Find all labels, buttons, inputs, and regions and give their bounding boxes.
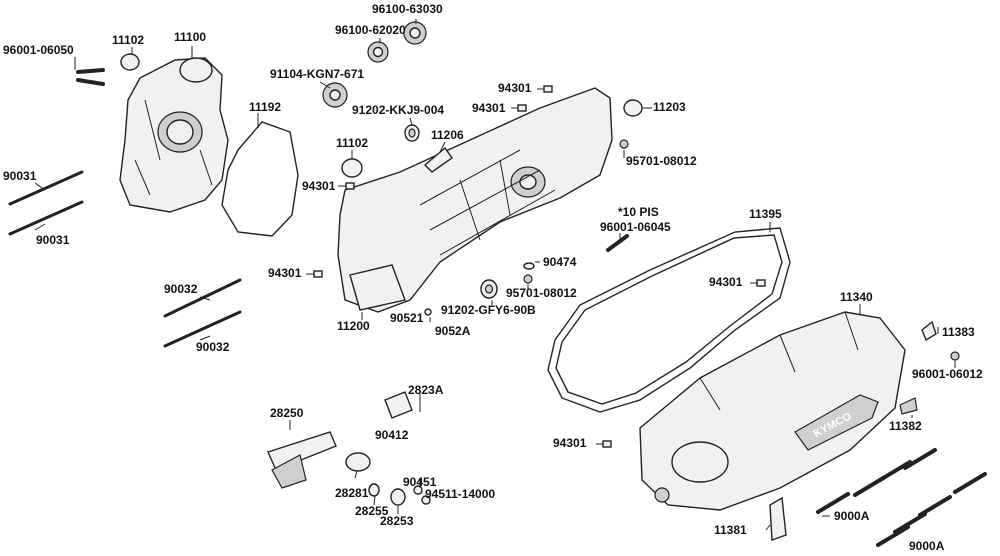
plate-11382 <box>899 397 918 415</box>
washer-90474 <box>523 262 535 270</box>
label-95701-08012-b: 95701-08012 <box>506 286 577 300</box>
bushing-11203 <box>623 99 643 117</box>
bearing-96100-63030 <box>403 21 427 45</box>
label-11383: 11383 <box>942 325 975 339</box>
pin-94301-f <box>602 440 612 448</box>
label-90521: 90521 <box>390 311 424 325</box>
label-11102-mid: 11102 <box>336 136 369 150</box>
label-91104-kgn7-671: 91104-KGN7-671 <box>270 67 365 81</box>
clip-11383 <box>921 320 937 342</box>
label-91202-kkj9-004: 91202-KKJ9-004 <box>352 103 445 117</box>
pin-94301-b <box>517 104 527 112</box>
label-94301-c: 94301 <box>302 179 336 193</box>
label-91202-gfy6-90b: 91202-GFY6-90B <box>441 303 536 317</box>
pin-94301-c <box>345 182 355 190</box>
bushing-11102-mid <box>341 158 363 178</box>
label-96001-06045: 96001-06045 <box>600 220 671 234</box>
label-94301-a: 94301 <box>498 81 532 95</box>
seal-91202-kkj9 <box>404 124 420 142</box>
label-9052a: 9052A <box>435 324 471 338</box>
label-94301-b: 94301 <box>472 101 506 115</box>
label-96001-06012: 96001-06012 <box>912 367 983 381</box>
label-28281: 28281 <box>335 486 369 500</box>
label-90474: 90474 <box>543 255 577 269</box>
gasket-11395 <box>547 227 791 413</box>
spring-28281 <box>345 452 371 472</box>
gasket-11395-inner <box>555 234 783 405</box>
label-28255: 28255 <box>355 504 389 518</box>
label-96100-63030: 96100-63030 <box>372 2 443 16</box>
label-90032-bottom: 90032 <box>196 340 230 354</box>
washer-90521 <box>424 308 432 316</box>
label-28250: 28250 <box>270 406 304 420</box>
label-11340: 11340 <box>840 290 873 304</box>
washer-94511 <box>421 495 431 505</box>
crankcase-right-half <box>337 87 613 313</box>
crankcase-left-half <box>119 57 229 213</box>
label-11192: 11192 <box>249 100 282 114</box>
pin-94301-d <box>313 270 323 278</box>
label-90451: 90451 <box>403 475 437 489</box>
label-94511-14000: 94511-14000 <box>425 487 496 501</box>
bracket-11381 <box>769 496 787 541</box>
label-94301-f: 94301 <box>553 436 587 450</box>
label-90032-top: 90032 <box>164 282 198 296</box>
bolts-96001-06050 <box>76 68 105 86</box>
plate-11206 <box>423 146 453 173</box>
label-94301-e: 94301 <box>709 275 743 289</box>
bushing-11102-top <box>120 53 140 71</box>
label-96100-62020: 96100-62020 <box>335 23 406 37</box>
washer-28255 <box>368 483 380 497</box>
studs-90031 <box>8 170 84 236</box>
bolt-95701-a <box>619 139 629 149</box>
label-28253: 28253 <box>380 514 414 528</box>
label-96001-06050: 96001-06050 <box>3 43 74 57</box>
label-11395: 11395 <box>749 207 782 221</box>
bearing-96100-62020 <box>367 41 389 63</box>
bolts-9000a <box>816 448 987 547</box>
label-11382: 11382 <box>889 419 922 433</box>
bolt-95701-b <box>523 274 533 284</box>
label-11206: 11206 <box>431 128 464 142</box>
gasket-11192 <box>221 121 299 237</box>
label-11381: 11381 <box>714 523 747 537</box>
bushing-28253 <box>390 488 406 506</box>
pin-94301-e <box>756 279 766 287</box>
label-9000a-bottom: 9000A <box>909 539 945 553</box>
label-10-pis: *10 PIS <box>618 205 659 219</box>
label-11100: 11100 <box>174 30 207 44</box>
label-9000a-top: 9000A <box>834 509 870 523</box>
bolt-96001-06045 <box>606 234 629 252</box>
label-94301-d: 94301 <box>268 266 302 280</box>
label-11102-top: 11102 <box>112 33 145 47</box>
kick-shaft-28250 <box>267 431 337 489</box>
label-90412: 90412 <box>375 428 409 442</box>
seal-91202-gfy6 <box>480 279 498 299</box>
bearing-91104 <box>322 82 348 108</box>
bolt-96001-06012 <box>950 351 960 361</box>
label-95701-08012-a: 95701-08012 <box>626 154 697 168</box>
label-11203: 11203 <box>653 100 686 114</box>
leader-lines <box>34 19 956 531</box>
label-2823a: 2823A <box>408 383 444 397</box>
pin-94301-a <box>543 85 553 93</box>
gear-2823a <box>384 391 413 419</box>
label-90031-top: 90031 <box>3 169 37 183</box>
label-11200: 11200 <box>337 319 370 333</box>
cover-11340 <box>639 311 906 511</box>
label-90031-bottom: 90031 <box>36 233 70 247</box>
